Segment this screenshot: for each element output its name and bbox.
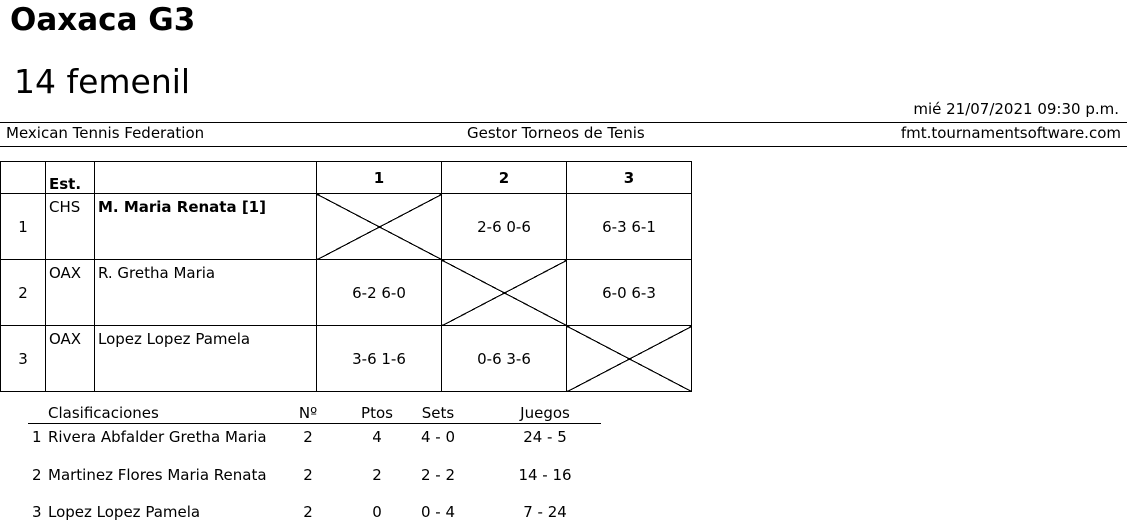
header-rule-top [0, 122, 1127, 123]
player-name[interactable]: R. Gretha Maria [94, 259, 317, 326]
draw-header-row: Est. 1 2 3 [0, 161, 692, 194]
standing-sets: 0 - 4 [420, 503, 456, 521]
round-robin-draw: Est. 1 2 3 1 CHS M. Maria Renata [1] 2-6… [0, 161, 692, 392]
est-header: Est. [45, 161, 95, 194]
player-row-1: 1 CHS M. Maria Renata [1] 2-6 0-6 6-3 6-… [0, 193, 692, 260]
self-match-cross [441, 259, 567, 326]
event-subtitle: 14 femenil [14, 62, 191, 101]
match-result[interactable]: 6-0 6-3 [566, 259, 692, 326]
standing-name[interactable]: Rivera Abfalder Gretha Maria [48, 428, 266, 446]
self-match-cross [566, 325, 692, 392]
standings-rule [28, 423, 601, 424]
standing-matches: 2 [303, 503, 313, 521]
player-number: 2 [0, 259, 46, 326]
points-header: Ptos [361, 404, 393, 422]
website-link[interactable]: fmt.tournamentsoftware.com [900, 124, 1121, 142]
column-header-1: 1 [316, 161, 442, 194]
standing-points: 4 [372, 428, 382, 446]
standing-points: 2 [372, 466, 382, 484]
player-state: OAX [45, 325, 95, 392]
standing-points: 0 [372, 503, 382, 521]
standing-rank: 2 [32, 466, 42, 484]
standing-name[interactable]: Martinez Flores Maria Renata [48, 466, 266, 484]
sets-header: Sets [421, 404, 455, 422]
match-result[interactable]: 6-3 6-1 [566, 193, 692, 260]
player-state: OAX [45, 259, 95, 326]
num-header [0, 161, 46, 194]
header-rule-bottom [0, 146, 1127, 147]
standings-title: Clasificaciones [48, 404, 159, 422]
player-name[interactable]: M. Maria Renata [1] [94, 193, 317, 260]
match-result[interactable]: 3-6 1-6 [316, 325, 442, 392]
player-row-3: 3 OAX Lopez Lopez Pamela 3-6 1-6 0-6 3-6 [0, 325, 692, 392]
player-number: 3 [0, 325, 46, 392]
standing-name[interactable]: Lopez Lopez Pamela [48, 503, 201, 521]
player-row-2: 2 OAX R. Gretha Maria 6-2 6-0 6-0 6-3 [0, 259, 692, 326]
column-header-3: 3 [566, 161, 692, 194]
match-result[interactable]: 2-6 0-6 [441, 193, 567, 260]
matches-header: Nº [298, 404, 318, 422]
page-title: Oaxaca G3 [10, 2, 196, 38]
standing-sets: 4 - 0 [420, 428, 456, 446]
federation-name: Mexican Tennis Federation [6, 124, 205, 142]
standing-rank: 1 [32, 428, 42, 446]
standing-games: 7 - 24 [523, 503, 567, 521]
games-header: Juegos [520, 404, 570, 422]
match-result[interactable]: 6-2 6-0 [316, 259, 442, 326]
self-match-cross [316, 193, 442, 260]
standing-rank: 3 [32, 503, 42, 521]
standing-matches: 2 [303, 428, 313, 446]
standing-games: 14 - 16 [518, 466, 572, 484]
player-state: CHS [45, 193, 95, 260]
name-header [94, 161, 317, 194]
standing-sets: 2 - 2 [420, 466, 456, 484]
software-name: Gestor Torneos de Tenis [467, 124, 645, 142]
standing-games: 24 - 5 [523, 428, 567, 446]
player-name[interactable]: Lopez Lopez Pamela [94, 325, 317, 392]
match-result[interactable]: 0-6 3-6 [441, 325, 567, 392]
standing-matches: 2 [303, 466, 313, 484]
column-header-2: 2 [441, 161, 567, 194]
player-number: 1 [0, 193, 46, 260]
print-datetime: mié 21/07/2021 09:30 p.m. [913, 100, 1119, 118]
